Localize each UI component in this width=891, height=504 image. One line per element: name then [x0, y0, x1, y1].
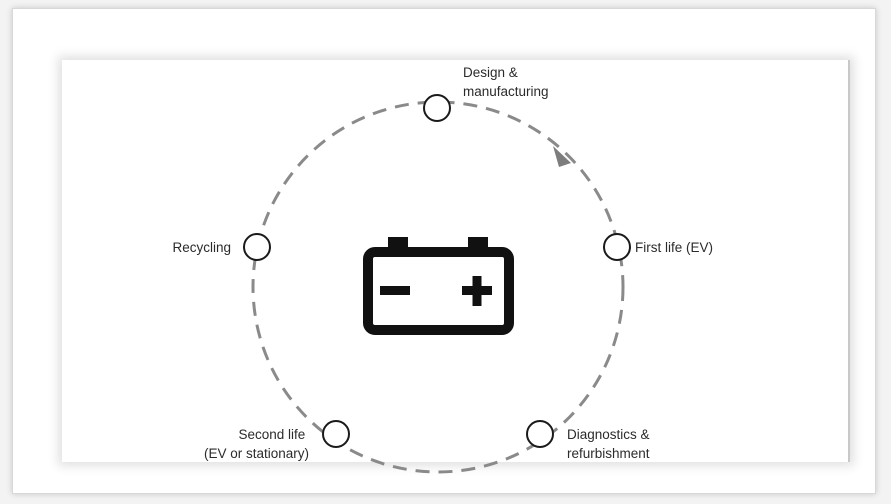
battery-icon	[363, 237, 514, 335]
stage-label-diagnostics: Diagnostics & refurbishment	[567, 427, 653, 461]
stage-node-first-life	[603, 233, 631, 261]
stage-label-first-life: First life (EV)	[635, 240, 713, 255]
stage-label-recycling: Recycling	[172, 240, 231, 255]
lifecycle-cycle-path	[251, 100, 625, 474]
cycle-direction-arrow-icon	[553, 146, 571, 167]
stage-node-diagnostics	[526, 420, 554, 448]
stage-label-design: Design & manufacturing	[463, 65, 549, 99]
stage-label-second-life: Second life (EV or stationary)	[204, 427, 309, 461]
diagram-card	[62, 60, 850, 462]
stage-node-second-life	[322, 420, 350, 448]
stage-node-recycling	[243, 233, 271, 261]
stage-node-design	[423, 94, 451, 122]
